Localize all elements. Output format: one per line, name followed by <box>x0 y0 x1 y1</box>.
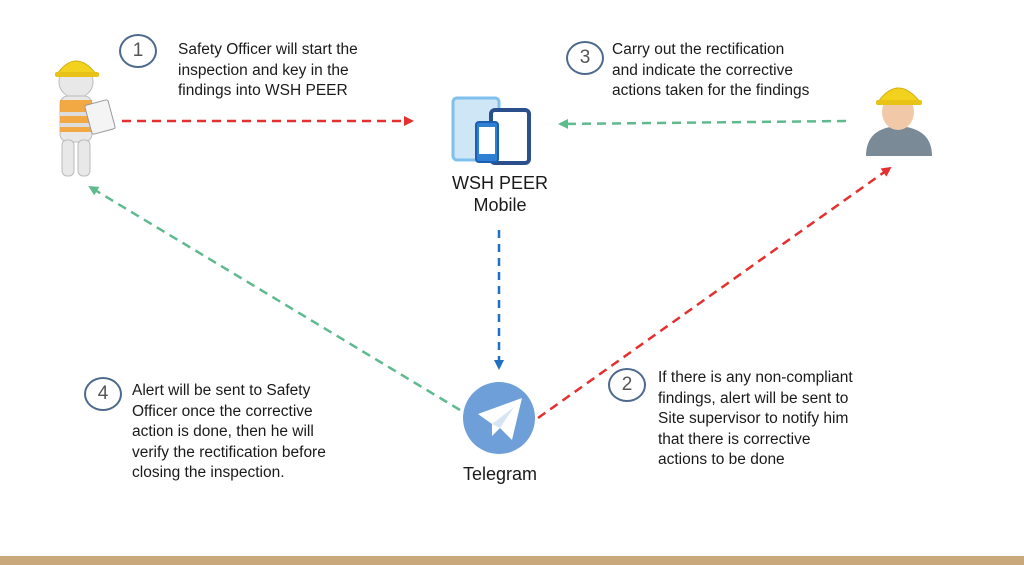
safety-officer-icon <box>55 60 116 177</box>
telegram-icon <box>463 382 535 454</box>
step-4-badge: 4 <box>84 377 122 411</box>
step-2-badge: 2 <box>608 368 646 402</box>
step-1-badge: 1 <box>119 34 157 68</box>
step-3-text: Carry out the rectification and indicate… <box>612 41 810 99</box>
step-2-text: If there is any non-compliant findings, … <box>658 369 853 468</box>
step-4-text: Alert will be sent to Safety Officer onc… <box>132 382 326 481</box>
arrow-telegram-to-supervisor <box>537 166 892 420</box>
step-3-badge: 3 <box>566 41 604 75</box>
tablet-phone-icon <box>451 96 531 165</box>
footer-bar <box>0 556 1024 565</box>
arrow-supervisor-to-app <box>558 118 847 129</box>
app-label: WSH PEER Mobile <box>451 173 548 215</box>
telegram-label: Telegram <box>462 464 538 484</box>
arrow-telegram-to-officer <box>88 185 461 412</box>
step-1-text: Safety Officer will start the inspection… <box>178 41 358 99</box>
supervisor-icon <box>866 87 932 156</box>
